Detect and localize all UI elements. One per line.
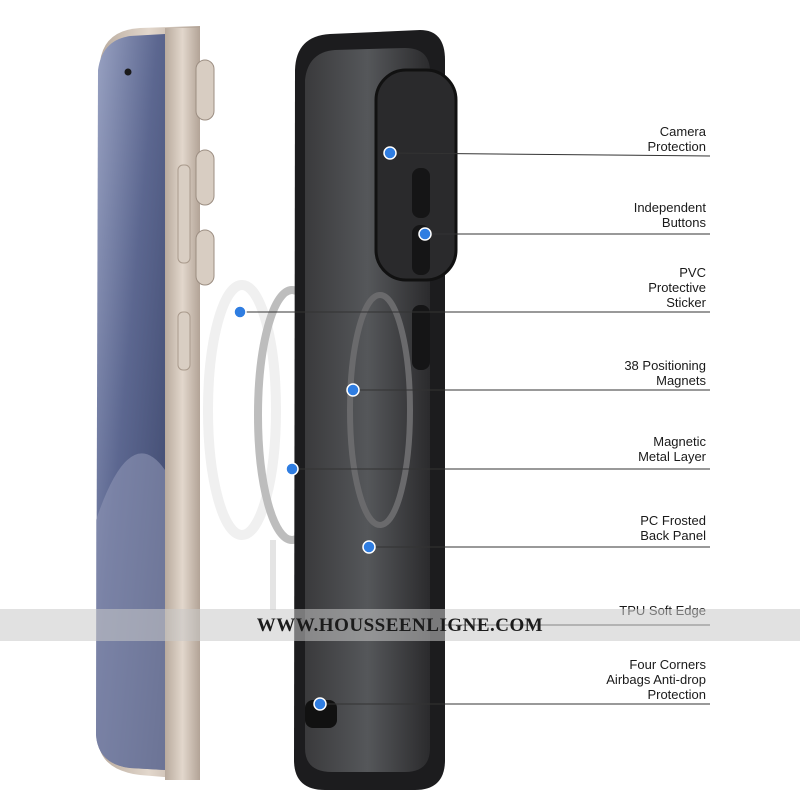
pvc-sticker-ring [203, 280, 281, 540]
marker-camera [383, 146, 397, 160]
label-pvc-sticker: PVC Protective Sticker [648, 265, 706, 310]
label-metal-layer: Magnetic Metal Layer [638, 434, 706, 464]
camera-bump-2 [195, 149, 215, 206]
phone [96, 26, 215, 780]
camera-bump-1 [195, 59, 215, 121]
marker-airbags [313, 697, 327, 711]
phone-side-rail [165, 28, 200, 780]
marker-buttons [418, 227, 432, 241]
label-camera-protection: Camera Protection [647, 124, 706, 154]
marker-back-panel [362, 540, 376, 554]
power-button [177, 311, 191, 371]
case-button-3 [412, 305, 430, 370]
marker-sticker [233, 305, 247, 319]
label-positioning-magnets: 38 Positioning Magnets [624, 358, 706, 388]
marker-metal [285, 462, 299, 476]
volume-button [177, 164, 191, 264]
case-button-1 [412, 168, 430, 218]
label-back-panel: PC Frosted Back Panel [640, 513, 706, 543]
front-camera [124, 68, 132, 76]
case-magnet-ring [347, 292, 413, 528]
label-independent-buttons: Independent Buttons [633, 200, 706, 230]
ring-tail-1 [270, 540, 276, 610]
airbag-corner [305, 700, 337, 728]
watermark-banner [0, 609, 800, 641]
camera-bump-3 [195, 229, 215, 286]
watermark-text: WWW.HOUSSEENLIGNE.COM [256, 615, 544, 636]
label-corner-airbags: Four Corners Airbags Anti-drop Protectio… [606, 657, 706, 702]
marker-magnets [346, 383, 360, 397]
phone-case [294, 30, 458, 790]
